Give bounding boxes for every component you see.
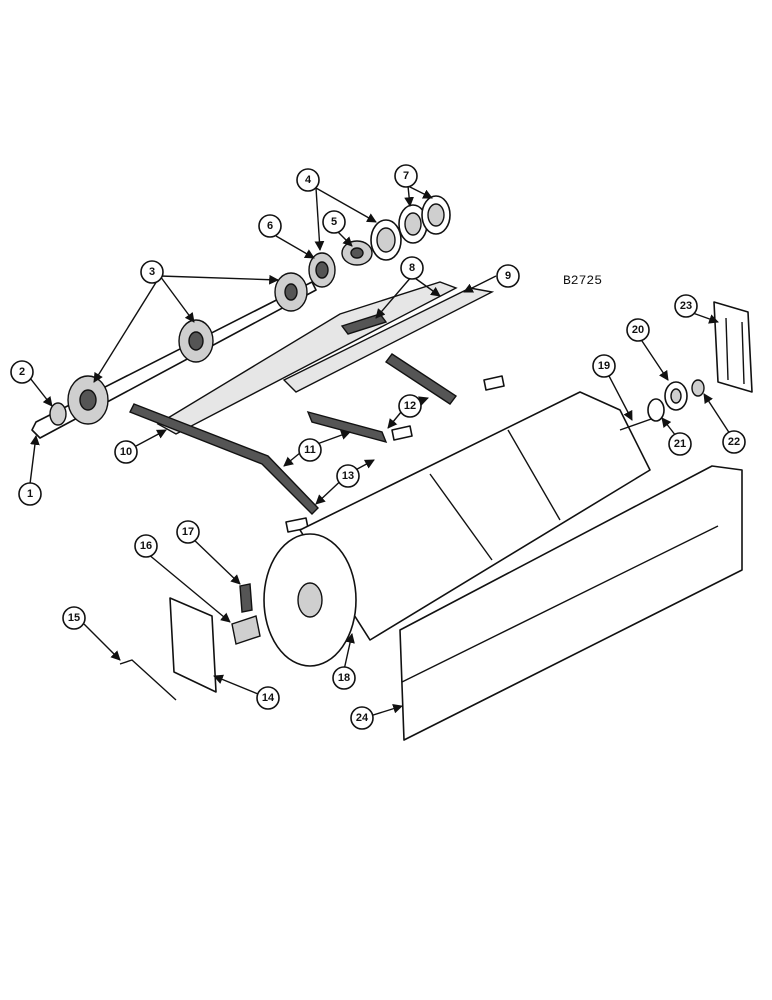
end-washer [647,398,665,422]
chain-lower [129,403,319,515]
callout-22: 22 [722,430,746,454]
shaft-collar [49,402,67,426]
sprocket-right [274,272,308,312]
svg-text:8: 8 [409,262,415,274]
svg-text:5: 5 [331,216,337,228]
chain-guide-right [282,287,495,393]
callout-13: 13 [336,464,360,488]
callout-7: 7 [394,164,418,188]
callout-10: 10 [114,440,138,464]
svg-text:4: 4 [305,174,312,186]
svg-text:9: 9 [505,270,511,282]
sprocket-middle [178,319,214,363]
svg-text:14: 14 [262,692,275,704]
sprocket-left [67,375,109,425]
svg-text:6: 6 [267,220,273,232]
callout-8: 8 [400,256,424,280]
callout-1: 1 [18,482,42,506]
leader-lines [29,185,731,717]
bearing-flange-pair [398,195,451,244]
chain-upper [340,313,388,335]
callout-21: 21 [668,432,692,456]
bearing-plate [370,219,402,261]
svg-text:10: 10 [120,446,132,458]
drum-body [299,391,651,641]
svg-text:13: 13 [342,470,354,482]
svg-text:23: 23 [680,300,692,312]
callout-15: 15 [62,606,86,630]
bushing [691,379,705,397]
svg-text:12: 12 [404,400,416,412]
adjuster-rod [119,659,177,701]
callout-12: 12 [398,394,422,418]
tension-spring [239,583,253,613]
chain-middle [306,353,458,444]
callout-18: 18 [332,666,356,690]
mounting-bracket [713,301,753,393]
callout-19: 19 [592,354,616,378]
callout-11: 11 [298,438,322,462]
svg-text:18: 18 [338,672,350,684]
svg-text:20: 20 [632,324,644,336]
drum-band-1 [429,473,493,561]
svg-text:19: 19 [598,360,610,372]
callouts: 1 2 3 4 5 6 7 8 9 10 11 12 13 14 15 16 1… [10,164,746,730]
skirt-panel [399,465,743,741]
drum-assembly [263,391,655,667]
callout-5: 5 [322,210,346,234]
chain-connector-links [285,375,505,533]
drawing-code: B2725 [563,273,602,288]
svg-text:24: 24 [356,712,369,724]
svg-text:15: 15 [68,612,80,624]
callout-17: 17 [176,520,200,544]
callout-2: 2 [10,360,34,384]
callout-24: 24 [350,706,374,730]
bearing-support-plate [169,597,217,693]
drum-hub [297,582,323,618]
bearing [341,240,373,266]
callout-14: 14 [256,686,280,710]
svg-text:11: 11 [304,444,316,456]
svg-text:16: 16 [140,540,152,552]
adjuster-block [231,615,261,645]
drive-shaft-assembly [31,272,317,439]
callout-3: 3 [140,260,164,284]
svg-text:21: 21 [674,438,686,450]
callout-9: 9 [496,264,520,288]
svg-text:7: 7 [403,170,409,182]
callout-23: 23 [674,294,698,318]
svg-text:2: 2 [19,366,25,378]
svg-text:22: 22 [728,436,740,448]
bearing-flange [308,252,336,288]
svg-text:17: 17 [182,526,194,538]
callout-6: 6 [258,214,282,238]
callout-20: 20 [626,318,650,342]
callout-4: 4 [296,168,320,192]
drum-shaft [619,417,655,431]
svg-text:1: 1 [27,488,33,500]
flange-bearing [664,381,688,411]
drum-band-2 [507,429,561,521]
svg-text:3: 3 [149,266,155,278]
callout-16: 16 [134,534,158,558]
